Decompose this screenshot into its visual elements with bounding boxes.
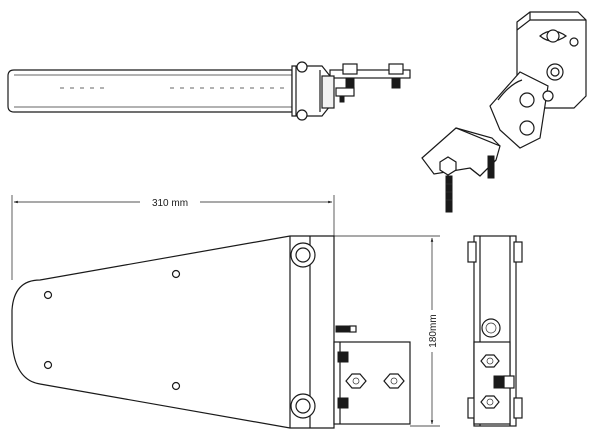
side-view: [467, 235, 523, 427]
top-view: [7, 61, 411, 121]
width-dimension-label: 310 mm: [152, 198, 188, 209]
front-view: [11, 235, 411, 429]
height-dimension: 180mm: [334, 235, 440, 427]
isometric-view: [421, 11, 587, 213]
height-dimension-label: 180mm: [428, 314, 439, 347]
width-dimension: 310 mm: [11, 195, 335, 280]
